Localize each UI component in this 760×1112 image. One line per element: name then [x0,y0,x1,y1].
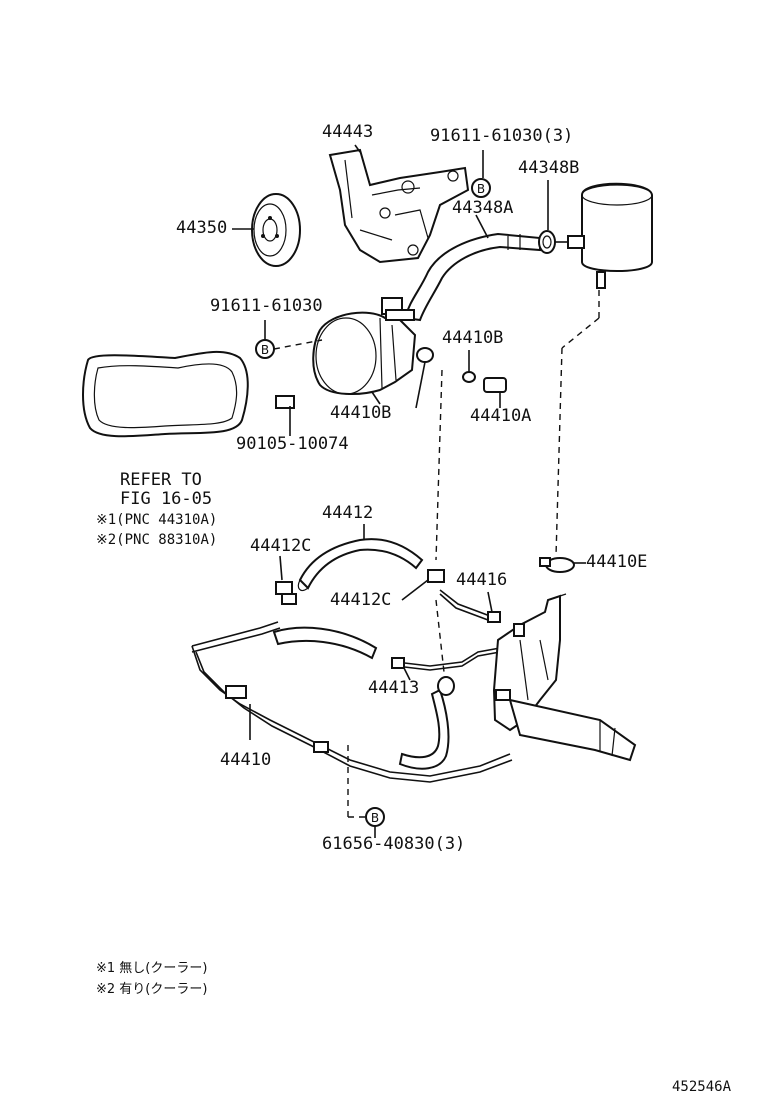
callout-tube-44416: 44416 [456,570,508,590]
clip-e-drawing [539,557,586,573]
pump-drawing [312,297,417,405]
callout-hose-return: 44412 [322,503,374,523]
callout-bolt-b-bottom: 61656-40830(3) [322,834,466,854]
callout-pulley: 44350 [176,218,228,238]
tube-44416-drawing [439,589,501,623]
b-marker-bottom: B [371,811,379,825]
callout-clip-e: 44410E [586,552,648,572]
callout-gasket-b-left: 44410B [330,403,392,423]
diagram-id: 452546A [672,1079,732,1095]
callout-tube-assy: 44410 [220,750,272,770]
callout-clamp-c-left: 44412C [250,536,312,556]
legend-item2: ※2 有り(クーラー) [96,982,208,997]
reservoir-drawing [567,182,653,289]
callout-clamp-c-right: 44412C [330,590,392,610]
callout-gasket-b-right: 44410B [442,328,504,348]
callout-bracket: 44443 [322,122,374,142]
v-belt-drawing [82,350,249,438]
suction-hose-drawing [403,150,568,322]
callout-bolt-pump: 90105-10074 [236,434,349,454]
callout-bolt-b-top: 91611-61030(3) [430,126,574,146]
tube-assy-drawing [191,621,513,783]
return-hose-drawing [275,524,445,605]
legend-item1: ※1 無し(クーラー) [96,961,208,976]
refer-note2: ※2(PNC 88310A) [96,532,218,548]
callout-clamp-top: 44348B [518,158,580,178]
tube-44413-drawing [391,647,501,681]
callout-hose-suction: 44348A [452,198,514,218]
small-fittings-drawing [275,347,507,436]
b-marker-top: B [477,182,485,196]
pulley-drawing [232,193,301,267]
refer-line2: FIG 16-05 [120,489,213,509]
callout-union-bolt: 44410A [470,406,532,426]
steering-gear-drawing [492,593,637,762]
b-markers: B B B [255,178,600,838]
b-marker-mid: B [261,343,269,357]
callout-bolt-b-mid: 91611-61030 [210,296,323,316]
refer-line1: REFER TO [120,470,202,490]
refer-note1: ※1(PNC 44310A) [96,512,218,528]
bracket-drawing [328,144,470,264]
callout-tube-44413: 44413 [368,678,420,698]
